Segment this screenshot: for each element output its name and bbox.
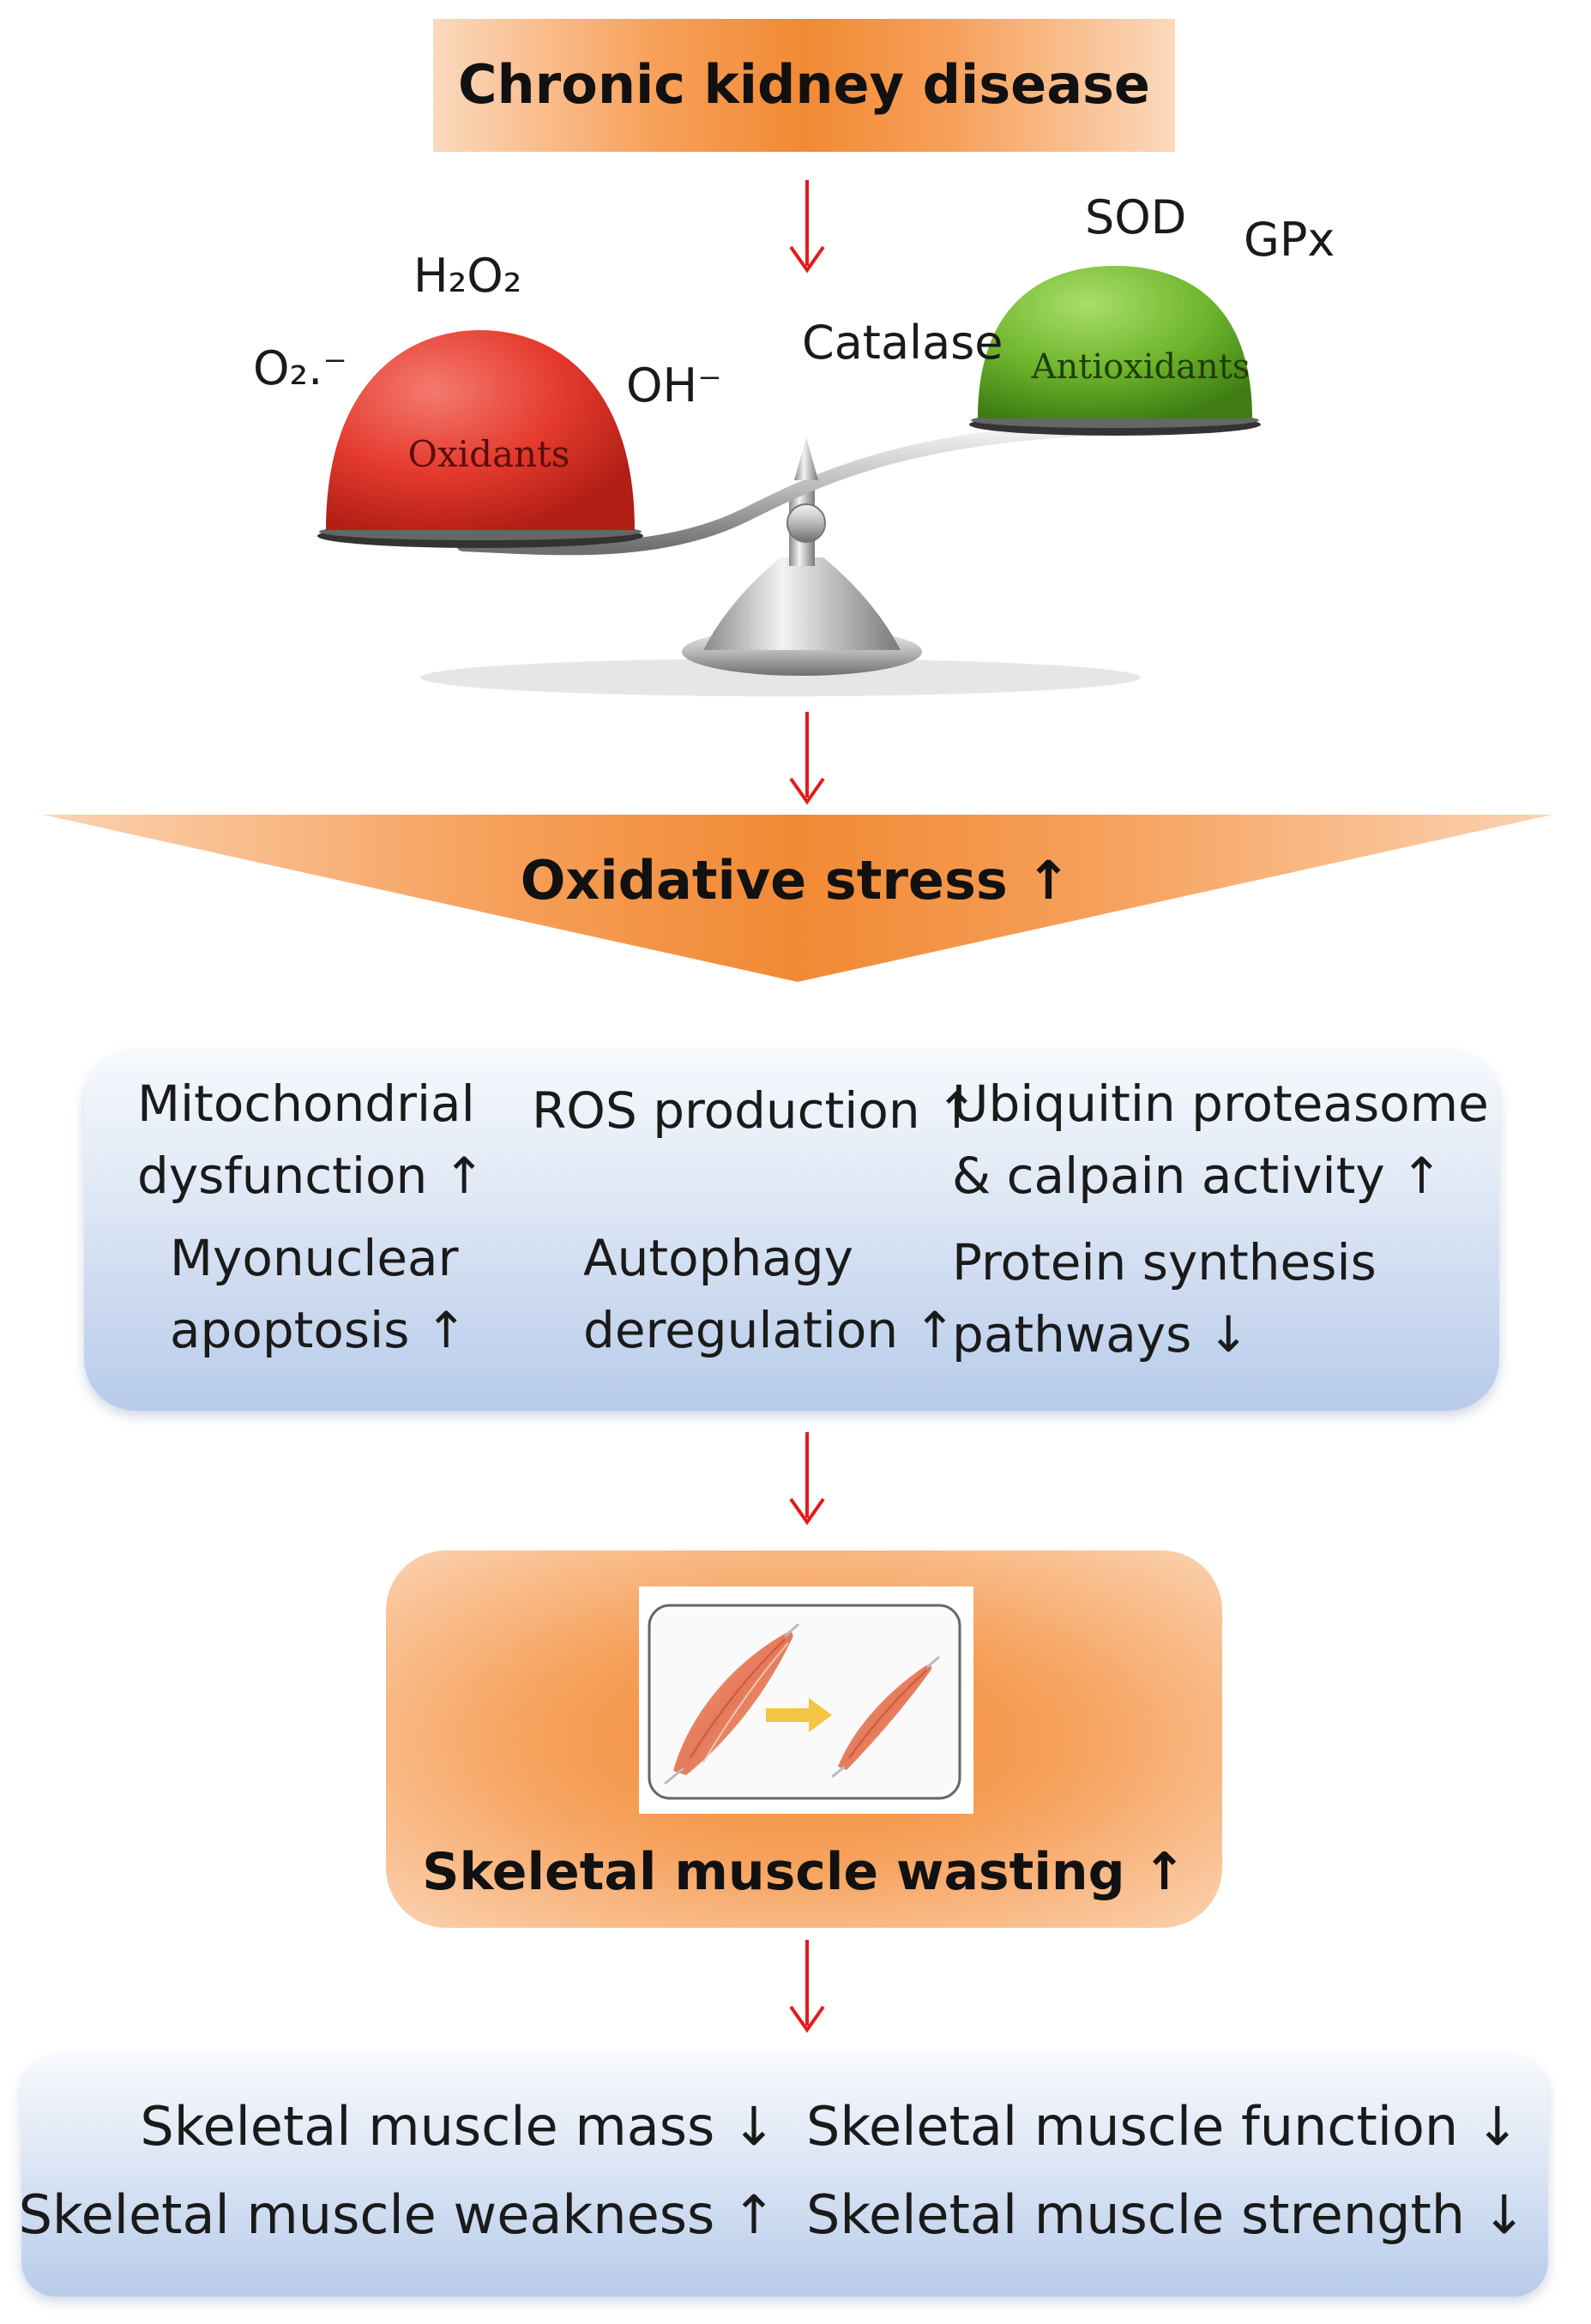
ckd-banner: Chronic kidney disease xyxy=(433,19,1175,152)
muscle-wasting-title: Skeletal muscle wasting ↑ xyxy=(422,1842,1186,1902)
antioxidants-label: Antioxidants xyxy=(1031,347,1251,387)
arrow-down-icon xyxy=(789,712,825,805)
arrow-down-icon xyxy=(789,1940,825,2033)
oxidative-stress-title: Oxidative stress ↑ xyxy=(520,849,1071,912)
superoxide-label: O₂.⁻ xyxy=(253,341,347,395)
muscle-atrophy-icon xyxy=(648,1604,961,1800)
arrow-down-icon xyxy=(789,180,825,274)
muscle-function-outcome: Skeletal muscle function ↓ xyxy=(806,2095,1520,2158)
hydrogen-peroxide-label: H₂O₂ xyxy=(413,249,522,303)
oxidative-stress-chevron xyxy=(43,815,1552,982)
muscle-mass-outcome: Skeletal muscle mass ↓ xyxy=(140,2095,776,2158)
sod-label: SOD xyxy=(1085,190,1187,244)
ubiquitin-proteasome-calpain: Ubiquitin proteasome& calpain activity ↑ xyxy=(952,1075,1489,1205)
hydroxyl-label: OH⁻ xyxy=(626,358,722,412)
ckd-title: Chronic kidney disease xyxy=(458,53,1150,116)
muscle-illustration xyxy=(639,1586,973,1814)
catalase-label: Catalase xyxy=(802,316,1003,370)
gpx-label: GPx xyxy=(1244,213,1335,267)
muscle-wasting-box: Skeletal muscle wasting ↑ xyxy=(386,1550,1222,1928)
muscle-weakness-outcome: Skeletal muscle weakness ↑ xyxy=(18,2183,776,2246)
muscle-strength-outcome: Skeletal muscle strength ↓ xyxy=(806,2183,1527,2246)
balance-scale xyxy=(317,266,1261,696)
outcomes-box: Skeletal muscle mass ↓ Skeletal muscle f… xyxy=(18,2056,1548,2297)
arrow-down-icon xyxy=(789,1432,825,1526)
oxidants-label: Oxidants xyxy=(407,433,570,475)
ros-production: ROS production ↑ xyxy=(532,1081,978,1140)
